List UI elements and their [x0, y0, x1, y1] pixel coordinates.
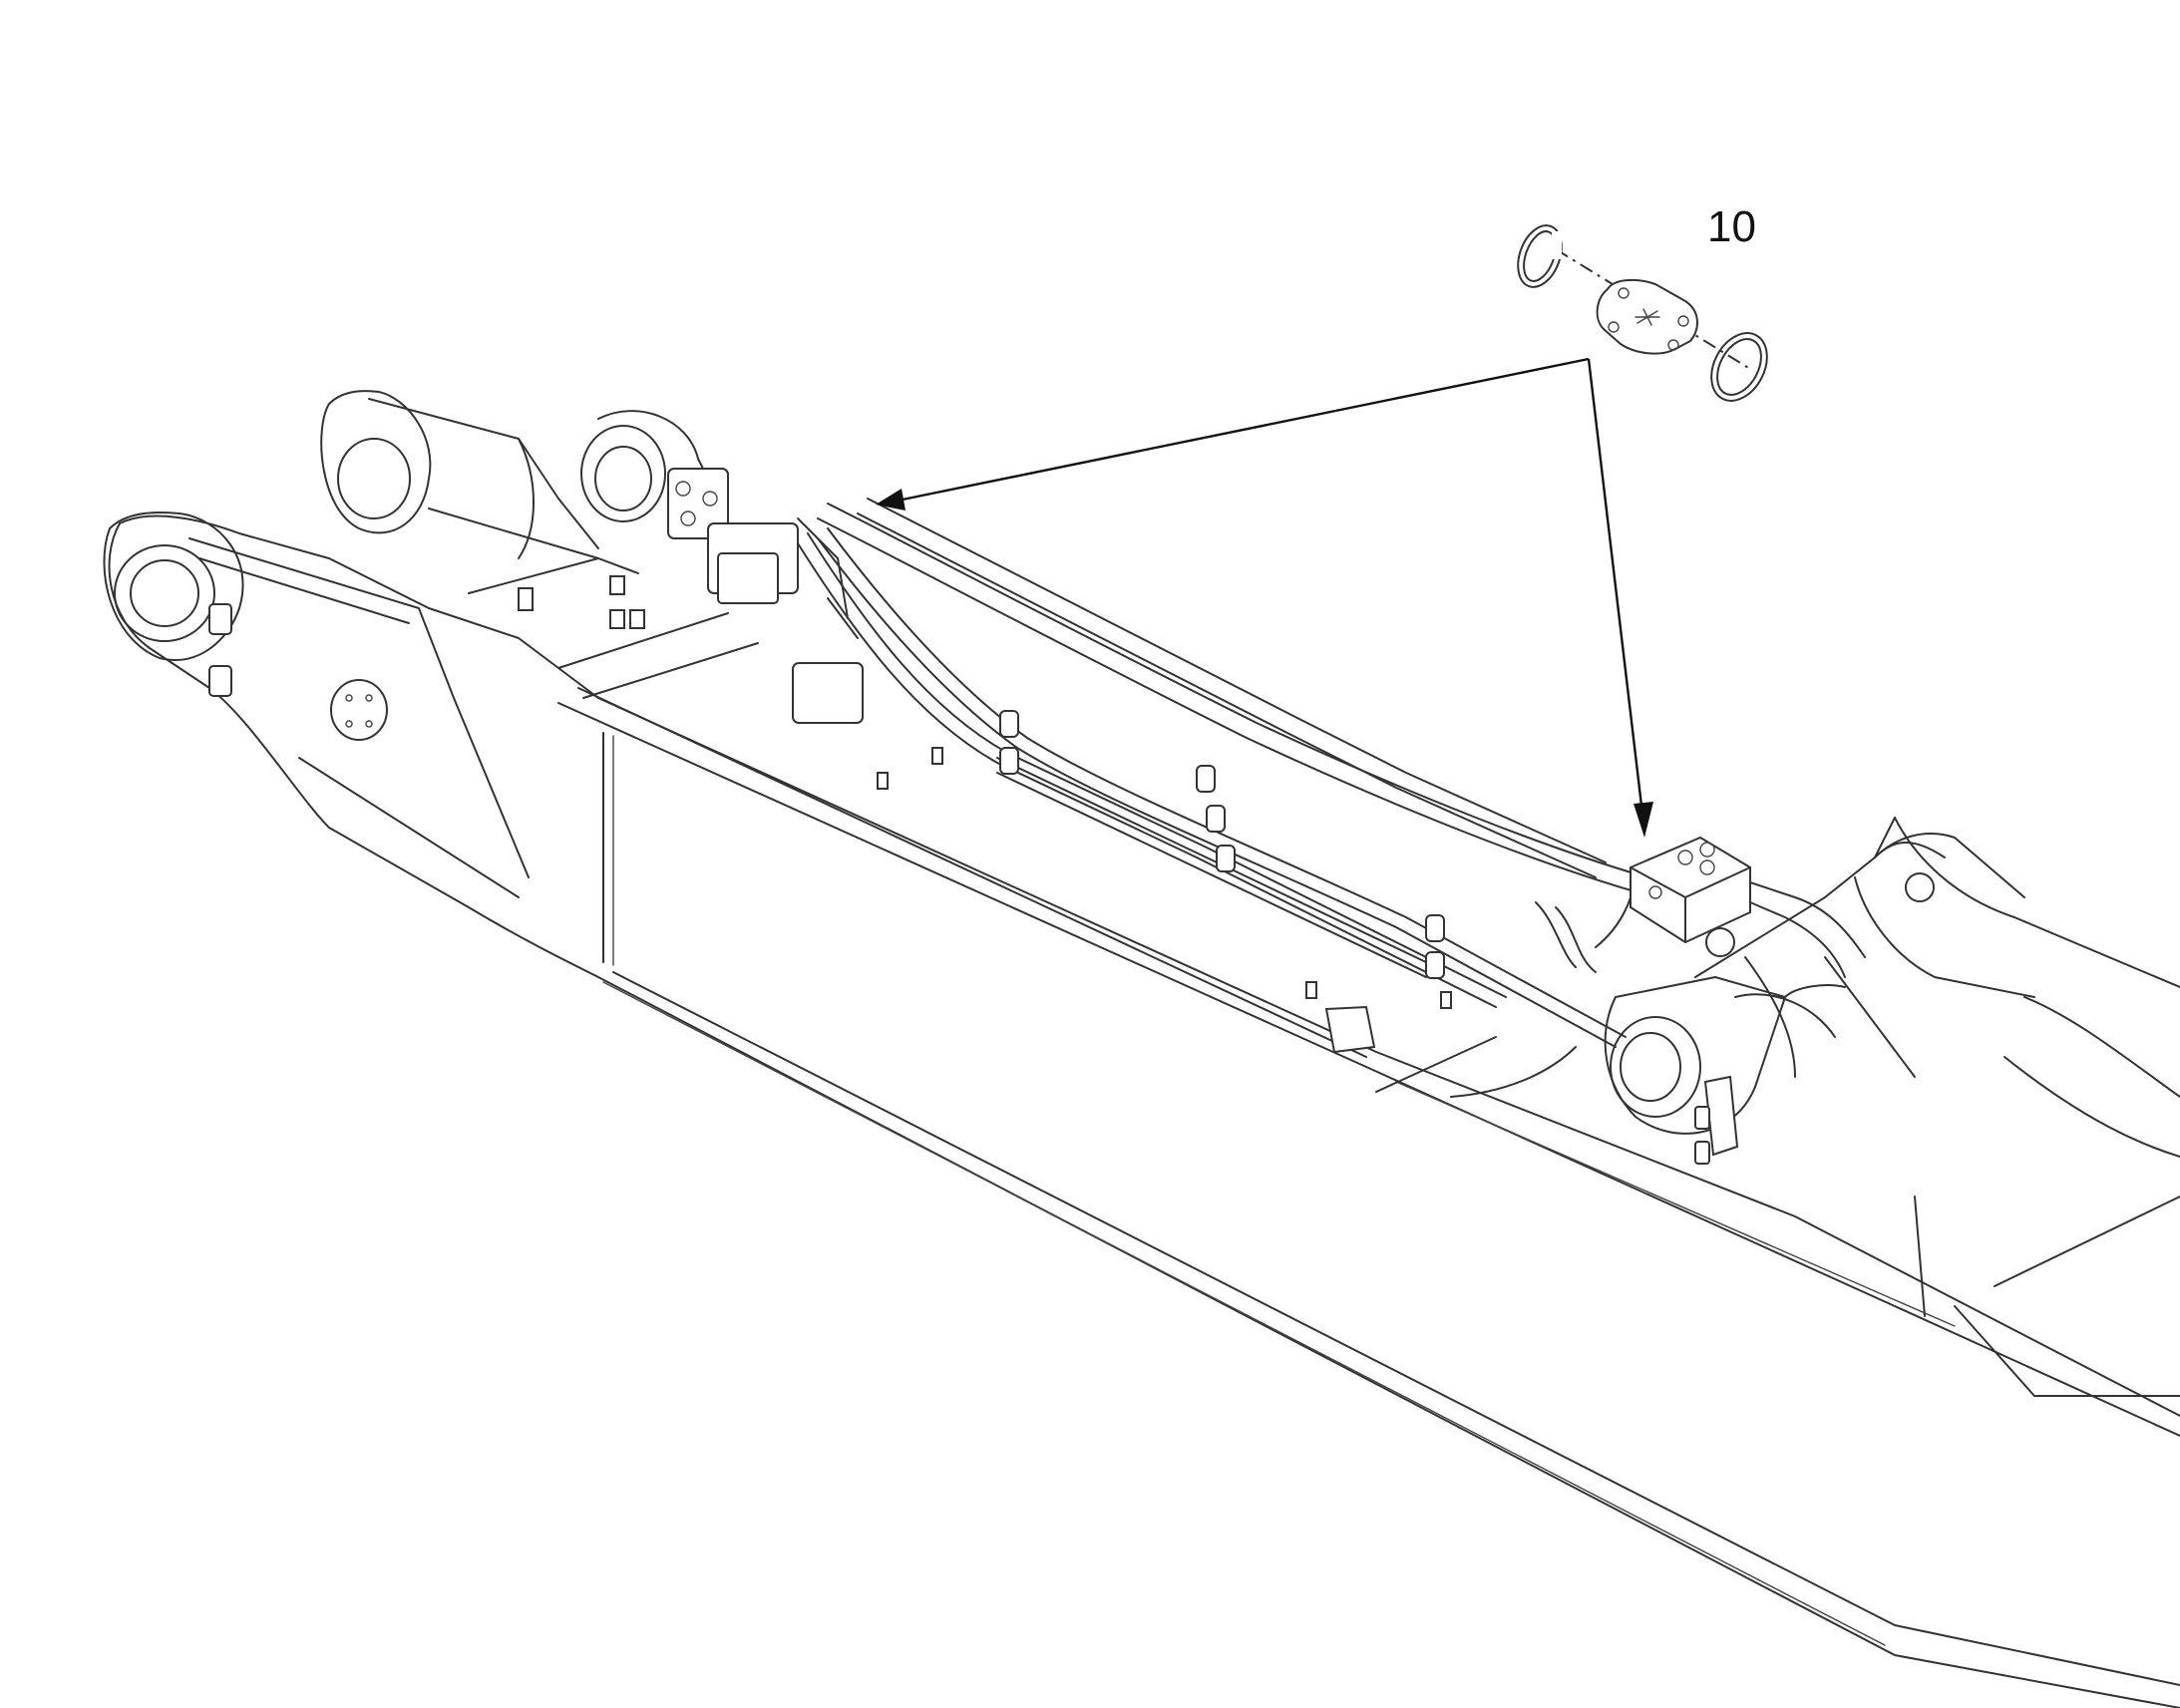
callout-label-10: 10 [1707, 202, 1756, 251]
deck-details [518, 575, 1836, 1098]
boom-hoses [797, 498, 1666, 1048]
boom-body [108, 514, 2180, 1708]
part-10-flange-assembly [1517, 224, 1768, 402]
front-lug-upper [320, 390, 639, 594]
front-lug-lower [103, 511, 530, 898]
leader-arrows [876, 357, 1653, 838]
manifold-block [1630, 836, 1866, 978]
rear-bracket [1604, 817, 2180, 1397]
cylinder-head [580, 410, 864, 724]
